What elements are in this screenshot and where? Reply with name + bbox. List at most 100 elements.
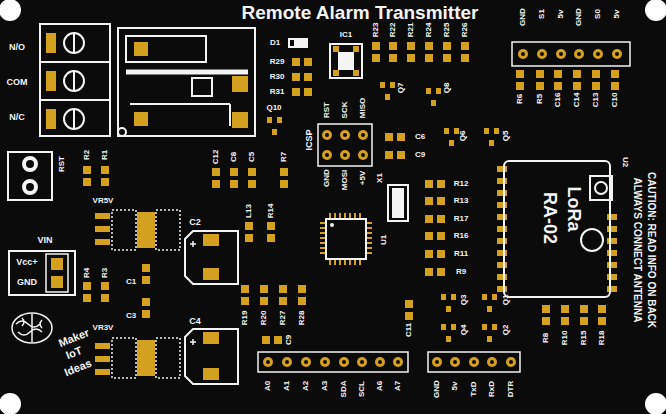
module-pads <box>497 190 507 196</box>
resistor-pads <box>292 73 312 81</box>
mcu-package <box>339 260 341 265</box>
capacitor-pads <box>536 70 544 90</box>
mcu-package <box>320 227 325 229</box>
mcu-package <box>367 227 372 229</box>
silkscreen-label: C3 <box>126 312 136 320</box>
icsp-header <box>322 150 332 160</box>
resistor-pads <box>425 232 445 240</box>
module-pads <box>497 166 617 292</box>
regulator-symbol <box>137 340 155 376</box>
resistor-pads <box>230 168 238 188</box>
relay-symbol <box>192 78 212 96</box>
relay-symbol <box>126 70 248 75</box>
antenna-connector <box>595 182 607 194</box>
pin-header <box>556 49 566 59</box>
regulator-symbol <box>156 210 180 250</box>
silkscreen-label: C9 <box>285 335 293 345</box>
silkscreen-label: R17 <box>454 215 469 223</box>
silkscreen-label: MISO <box>359 98 367 118</box>
silkscreen-label: R21 <box>407 23 415 38</box>
resistor-pads <box>101 282 109 302</box>
silkscreen-label: RxD <box>488 381 496 397</box>
capacitor-pads <box>385 133 405 159</box>
silkscreen-label: R8 <box>542 333 550 343</box>
regulator-symbol <box>95 210 180 378</box>
module-pads <box>607 226 617 232</box>
silkscreen-label: A3 <box>321 381 329 391</box>
terminal-pad <box>46 109 56 129</box>
silkscreen-label: A2 <box>302 381 310 391</box>
silkscreen-label: GND <box>519 8 527 26</box>
inductor-pads <box>267 222 275 242</box>
resistor-pads <box>561 305 569 325</box>
module-pads <box>607 238 617 244</box>
power-terminal-text: GND <box>17 278 37 287</box>
pin-header <box>593 49 603 59</box>
pin-header <box>357 357 367 367</box>
silkscreen-label: C8 <box>230 152 238 162</box>
mcu-package <box>367 252 372 254</box>
transistor-pads <box>426 88 441 106</box>
silkscreen-label: A7 <box>394 381 402 391</box>
ic-package <box>353 70 359 76</box>
silkscreen-label: C10 <box>611 93 619 108</box>
relay-pad <box>134 112 148 126</box>
capacitor-pads <box>592 70 600 90</box>
power-terminal-text: Vcc+ <box>16 258 37 267</box>
silkscreen-label: ICSP <box>305 129 314 150</box>
mcu-package <box>320 222 325 224</box>
resistor-pads <box>292 88 312 96</box>
relay-symbol <box>126 36 206 62</box>
mcu-package <box>330 223 334 227</box>
brain-logo <box>16 314 42 342</box>
mounting-hole <box>645 0 666 21</box>
power-connector <box>46 254 68 292</box>
silkscreen-label: R25 <box>443 23 451 38</box>
silkscreen-label: C14 <box>573 93 581 108</box>
resistor-pads <box>279 285 287 305</box>
silkscreen-label: 5v <box>451 382 459 391</box>
transistor-pads <box>482 294 497 312</box>
regulator-symbol <box>95 239 110 245</box>
relay-pad <box>134 42 148 56</box>
relay-pad <box>232 112 248 128</box>
silkscreen-label: SCL <box>358 381 366 397</box>
silkscreen-label: Q5 <box>502 131 510 142</box>
mcu-package <box>329 260 331 265</box>
icsp-header <box>340 130 350 140</box>
silkscreen-label: R7 <box>280 152 288 162</box>
regulator-symbol <box>95 356 110 362</box>
power-connector <box>51 258 63 270</box>
silkscreen-label: IC1 <box>340 31 352 39</box>
silkscreen-label: R9 <box>456 268 466 276</box>
silkscreen-label: C6 <box>415 133 425 141</box>
transistor-pads <box>380 82 395 100</box>
resistor-pads <box>292 58 312 66</box>
board-title: Remote Alarm Transmitter <box>242 3 479 22</box>
silkscreen-label: N/C <box>9 113 25 122</box>
module-pads <box>497 250 507 256</box>
transistor-pads <box>444 128 459 146</box>
pin-header <box>537 49 547 59</box>
ic-package <box>330 44 362 78</box>
silkscreen-label: L13 <box>245 204 253 218</box>
icsp-header <box>340 150 350 160</box>
silkscreen-label: C1 <box>126 278 136 286</box>
capacitor-symbol <box>185 231 238 284</box>
capacitor-pads <box>516 70 524 90</box>
mcu-package <box>367 222 372 224</box>
resistor-pads <box>83 264 606 344</box>
mounting-hole <box>0 393 21 414</box>
relay-pad <box>134 42 248 128</box>
silkscreen-label: 5v <box>557 10 565 19</box>
relay-symbol <box>118 28 255 136</box>
lora-module-text: LoRa <box>565 187 583 232</box>
pin-header <box>258 352 408 372</box>
mcu-package <box>367 247 372 249</box>
power-terminal: VINVcc+GND <box>8 250 76 296</box>
pin-header <box>301 357 311 367</box>
mcu-package <box>320 242 325 244</box>
silkscreen-label: X1 <box>376 173 384 183</box>
pin-header <box>375 357 385 367</box>
resistor-pads <box>372 42 469 62</box>
